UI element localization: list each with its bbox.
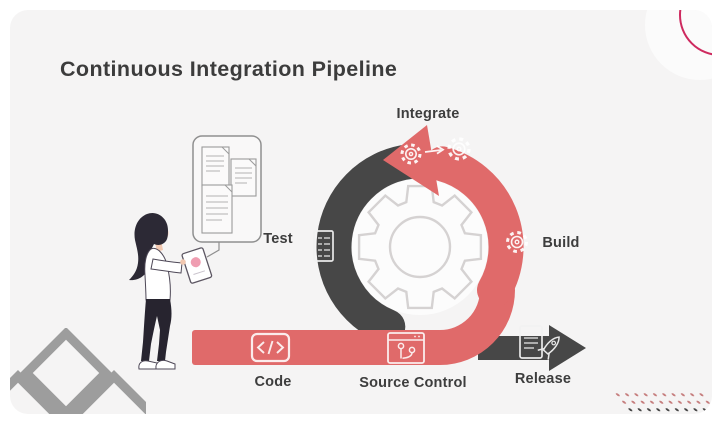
code-brackets-icon [250,332,291,363]
pipeline-red-flow [192,125,524,365]
gear-icon [357,184,483,310]
hair [129,212,168,281]
label-test: Test [263,231,293,247]
slide-canvas: Continuous Integration Pipeline [10,10,712,414]
woman-with-tablet-illustration [129,212,213,370]
build-gear-icon [506,231,528,253]
label-release: Release [514,371,572,387]
integrate-arrowhead [383,125,439,196]
arm [150,258,183,274]
label-source-control: Source Control [359,375,467,391]
label-build: Build [542,235,580,251]
integrate-gears-icon [400,137,471,165]
label-integrate: Integrate [396,106,460,122]
pants [141,299,172,361]
source-control-branch-icon [387,332,425,364]
page-title: Continuous Integration Pipeline [60,57,398,81]
diamond-lattice-icon [10,328,146,414]
release-rocket-document-icon [519,325,560,360]
pipeline-dark-arc [316,144,426,345]
tablet-icon [181,247,213,284]
ci-pipeline-diagram [129,125,586,371]
label-code: Code [254,374,292,390]
shirt [144,247,171,301]
document-board-icon [192,135,262,258]
test-checklist-icon [313,230,334,262]
